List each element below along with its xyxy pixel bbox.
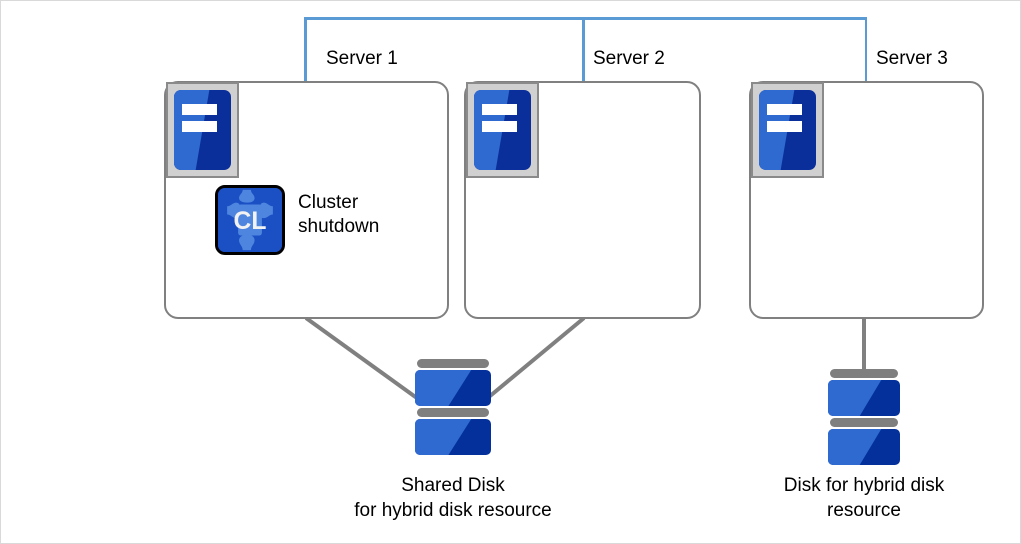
server-1-label: Server 1 [326,48,398,69]
shared-disk-caption: Shared Disk for hybrid disk resource [253,473,653,523]
connector-server1-to-shared-disk [304,316,423,403]
connector-server2-to-shared-disk [482,316,586,403]
server-icon-2 [466,82,539,178]
network-drop-server-3 [864,17,867,82]
server-icon-3 [751,82,824,178]
hybrid-disk-caption-line1: Disk for hybrid disk [783,475,945,496]
hybrid-disk-caption-line2: resource [827,500,901,522]
hybrid-disk-caption: Disk for hybrid disk resource [664,473,1020,523]
network-drop-server-2 [582,17,585,82]
network-bus-line [304,17,867,20]
cluster-shutdown-label: Cluster shutdown [298,191,379,240]
shared-disk-icon[interactable] [415,359,491,455]
network-drop-server-1 [304,17,307,82]
cluster-shutdown-label-line1: Cluster [298,192,359,213]
server-3-label: Server 3 [876,48,948,69]
svg-text:CL: CL [234,208,267,235]
cluster-shutdown-icon[interactable]: CL [215,185,285,255]
cluster-shutdown-label-line2: shutdown [298,216,380,238]
server-2-label: Server 2 [593,48,665,69]
server-icon-1 [166,82,239,178]
hybrid-disk-icon[interactable] [828,369,900,465]
shared-disk-caption-line1: Shared Disk [401,475,505,496]
shared-disk-caption-line2: for hybrid disk resource [354,500,552,522]
